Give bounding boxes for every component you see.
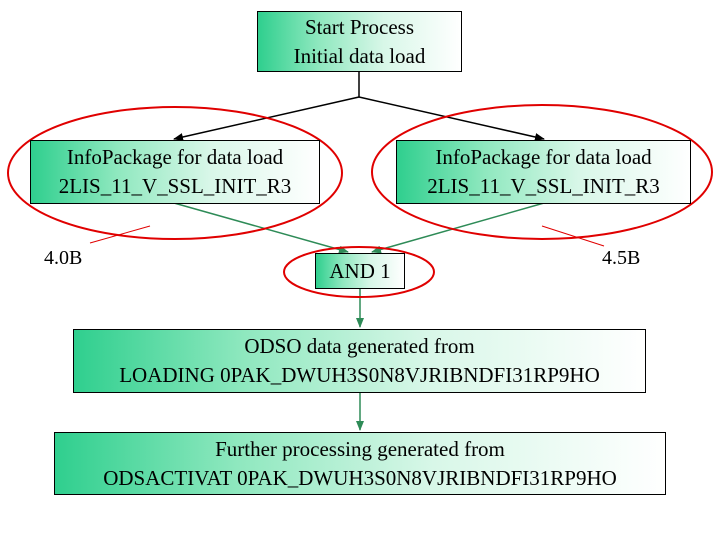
infopackage-left-title: InfoPackage for data load xyxy=(66,145,284,169)
infopackage-right-box: InfoPackage for data load 2LIS_11_V_SSL_… xyxy=(396,140,691,204)
odso-data-box: ODSO data generated from LOADING 0PAK_DW… xyxy=(73,329,646,393)
odso-data-source: LOADING 0PAK_DWUH3S0N8VJRIBNDFI31RP9HO xyxy=(119,363,600,387)
highlight-ellipse-left xyxy=(7,106,343,240)
highlight-ellipse-and xyxy=(283,246,435,298)
highlight-ellipse-right xyxy=(371,104,713,240)
infopackage-right-title: InfoPackage for data load xyxy=(435,145,652,169)
start-process-subtitle: Initial data load xyxy=(293,43,426,68)
further-processing-source: ODSACTIVAT 0PAK_DWUH3S0N8VJRIBNDFI31RP9H… xyxy=(103,465,617,490)
further-processing-box: Further processing generated from ODSACT… xyxy=(54,432,666,495)
odso-data-title: ODSO data generated from xyxy=(244,334,475,358)
connector-right-infopackage-to-and xyxy=(371,202,545,254)
start-process-box: Start Process Initial data load xyxy=(257,11,462,72)
pointer-line-right xyxy=(541,225,605,247)
infopackage-right-name: 2LIS_11_V_SSL_INIT_R3 xyxy=(427,174,660,198)
pointer-line-left xyxy=(89,225,151,244)
start-process-title: Start Process xyxy=(304,14,415,39)
and-node-box: AND 1 xyxy=(315,253,405,289)
annotation-left-version: 4.0B xyxy=(44,247,83,269)
connector-left-infopackage-to-and xyxy=(173,202,349,254)
further-processing-title: Further processing generated from xyxy=(215,436,505,461)
annotation-right-version: 4.5B xyxy=(602,247,641,269)
infopackage-left-name: 2LIS_11_V_SSL_INIT_R3 xyxy=(58,174,292,198)
and-node-label: AND 1 xyxy=(329,258,391,283)
connector-start-to-right-infopackage xyxy=(358,96,545,141)
infopackage-left-box: InfoPackage for data load 2LIS_11_V_SSL_… xyxy=(30,140,320,204)
